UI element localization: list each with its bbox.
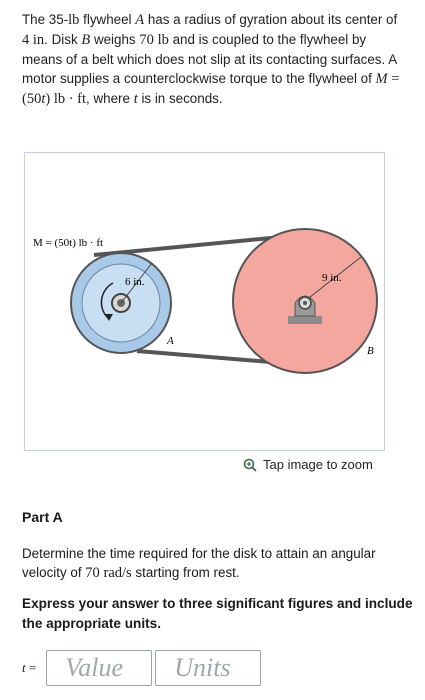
value-input[interactable]: Value [46, 650, 153, 686]
problem-text: and is coupled to the flywheel by means … [22, 32, 397, 86]
unit-lb: lb [68, 12, 80, 28]
magnifier-icon [243, 458, 257, 472]
moment-arc [100, 282, 114, 320]
equation-part: = (50 [22, 71, 400, 107]
moment-arrowhead [105, 314, 113, 321]
problem-text: has a radius of gyration about its cente… [144, 12, 398, 27]
question-value: 70 [85, 565, 100, 581]
radius-a-label: 6 in. [125, 276, 145, 288]
equation-part: ) lb · ft [45, 91, 87, 107]
problem-text: , where [86, 91, 134, 106]
problem-statement: The 35-lb flywheel A has a radius of gyr… [22, 10, 408, 109]
var-m: M [375, 71, 388, 87]
radius-b-line [304, 256, 362, 302]
answer-label: t = [22, 660, 36, 676]
support-base [288, 316, 322, 324]
var-a: A [135, 12, 145, 28]
problem-text: The 35- [22, 12, 69, 27]
belt-top [93, 233, 303, 257]
radius-a-line [120, 262, 153, 304]
units-input[interactable]: Units [155, 650, 262, 686]
figure-svg: M = (50t) lb · ft 6 in. 9 in. A B [33, 228, 378, 374]
radius-b-label: 9 in. [322, 272, 342, 284]
question-part: Determine the time required for the disk… [22, 546, 376, 580]
question-part: starting from rest. [131, 565, 240, 580]
part-title: Part A [22, 509, 63, 525]
var-t: t [41, 91, 46, 107]
problem-figure[interactable]: M = (50t) lb · ft 6 in. 9 in. A B [24, 152, 385, 451]
zoom-link[interactable]: Tap image to zoom [243, 457, 373, 472]
question-unit: rad/s [103, 565, 132, 581]
zoom-label: Tap image to zoom [263, 457, 373, 472]
answer-instructions: Express your answer to three significant… [22, 596, 413, 631]
value-70: 70 [139, 32, 154, 48]
value-4in: 4 in [22, 32, 45, 48]
label-b: B [367, 345, 374, 357]
question-text: Determine the time required for the disk… [22, 544, 414, 583]
problem-text: weighs [90, 32, 140, 47]
pin-b-center [303, 301, 307, 305]
problem-text: flywheel [79, 12, 136, 27]
problem-text: . Disk [44, 32, 82, 47]
var-b: B [81, 32, 91, 48]
unit-lb: lb [157, 32, 169, 48]
answer-var: t [22, 660, 26, 675]
moment-label: M = (50t) lb · ft [33, 237, 103, 249]
label-a: A [166, 335, 174, 347]
answer-row: t = Value Units [22, 650, 262, 686]
var-t: t [133, 91, 138, 107]
answer-eq: = [25, 660, 37, 675]
problem-text: is in seconds. [137, 91, 223, 106]
